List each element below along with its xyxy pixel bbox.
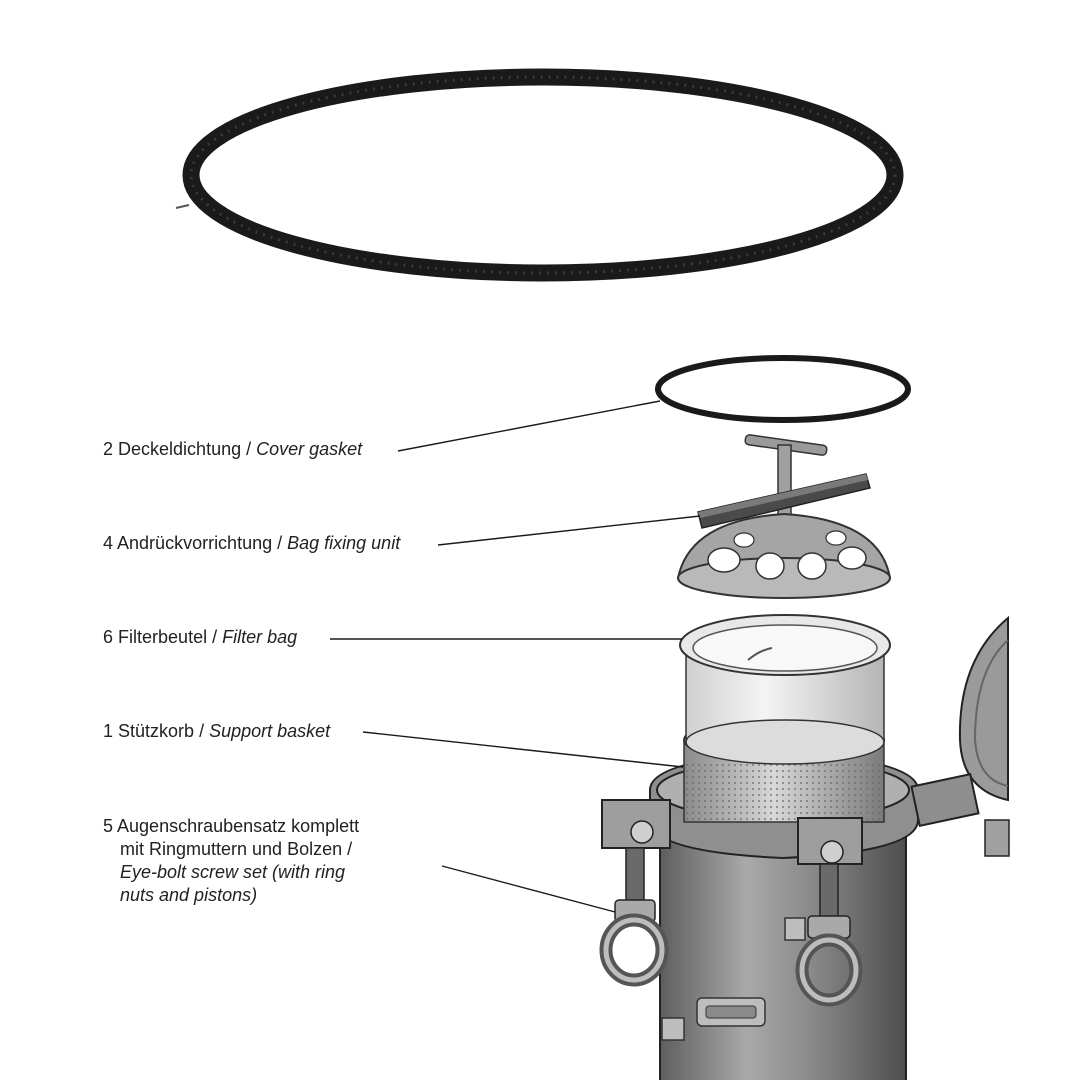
part-name-de: Deckeldichtung — [118, 439, 242, 459]
filter-bag — [679, 614, 891, 765]
part-name-en: Bag fixing unit — [287, 533, 401, 553]
part-number: 4 — [103, 533, 114, 553]
part-label-support-basket: 1 Stützkorb / Support basket — [103, 721, 331, 741]
part-name-de-line2: mit Ringmuttern und Bolzen / — [120, 839, 353, 859]
bag-fixing-unit — [676, 434, 892, 599]
part-name-en: Filter bag — [222, 627, 298, 647]
part-label-eye-bolt-screw-set: 5 Augenschraubensatz komplett mit Ringmu… — [103, 815, 359, 907]
cover-gasket — [655, 355, 911, 423]
part-number: 5 — [103, 816, 114, 836]
part-label-bag-fixing-unit: 4 Andrückvorrichtung / Bag fixing unit — [103, 533, 401, 553]
part-name-en-line1: Eye-bolt screw set (with ring — [120, 862, 346, 882]
leader-line-cover-gasket — [397, 400, 661, 452]
part-number: 6 — [103, 627, 114, 647]
part-name-de-line1: Augenschraubensatz komplett — [117, 816, 360, 836]
part-number: 2 — [103, 439, 114, 459]
housing-lid — [910, 615, 1010, 857]
gasket-detail-large — [175, 68, 904, 282]
leader-line-support-basket — [362, 731, 684, 768]
leader-line-bag-fixing-unit — [437, 515, 701, 546]
part-name-en: Support basket — [209, 721, 331, 741]
part-name-en: Cover gasket — [256, 439, 363, 459]
part-name-de: Andrückvorrichtung — [117, 533, 273, 553]
part-name-de: Stützkorb — [118, 721, 195, 741]
leader-line-eye-bolt — [441, 865, 616, 913]
part-number: 1 — [103, 721, 114, 741]
part-label-cover-gasket: 2 Deckeldichtung / Cover gasket — [103, 439, 363, 459]
part-name-de: Filterbeutel — [118, 627, 208, 647]
leader-lines — [330, 400, 701, 913]
part-name-en-line2: nuts and pistons) — [120, 885, 258, 905]
part-label-filter-bag: 6 Filterbeutel / Filter bag — [103, 627, 298, 647]
eye-bolt-screw-set — [599, 799, 863, 1007]
